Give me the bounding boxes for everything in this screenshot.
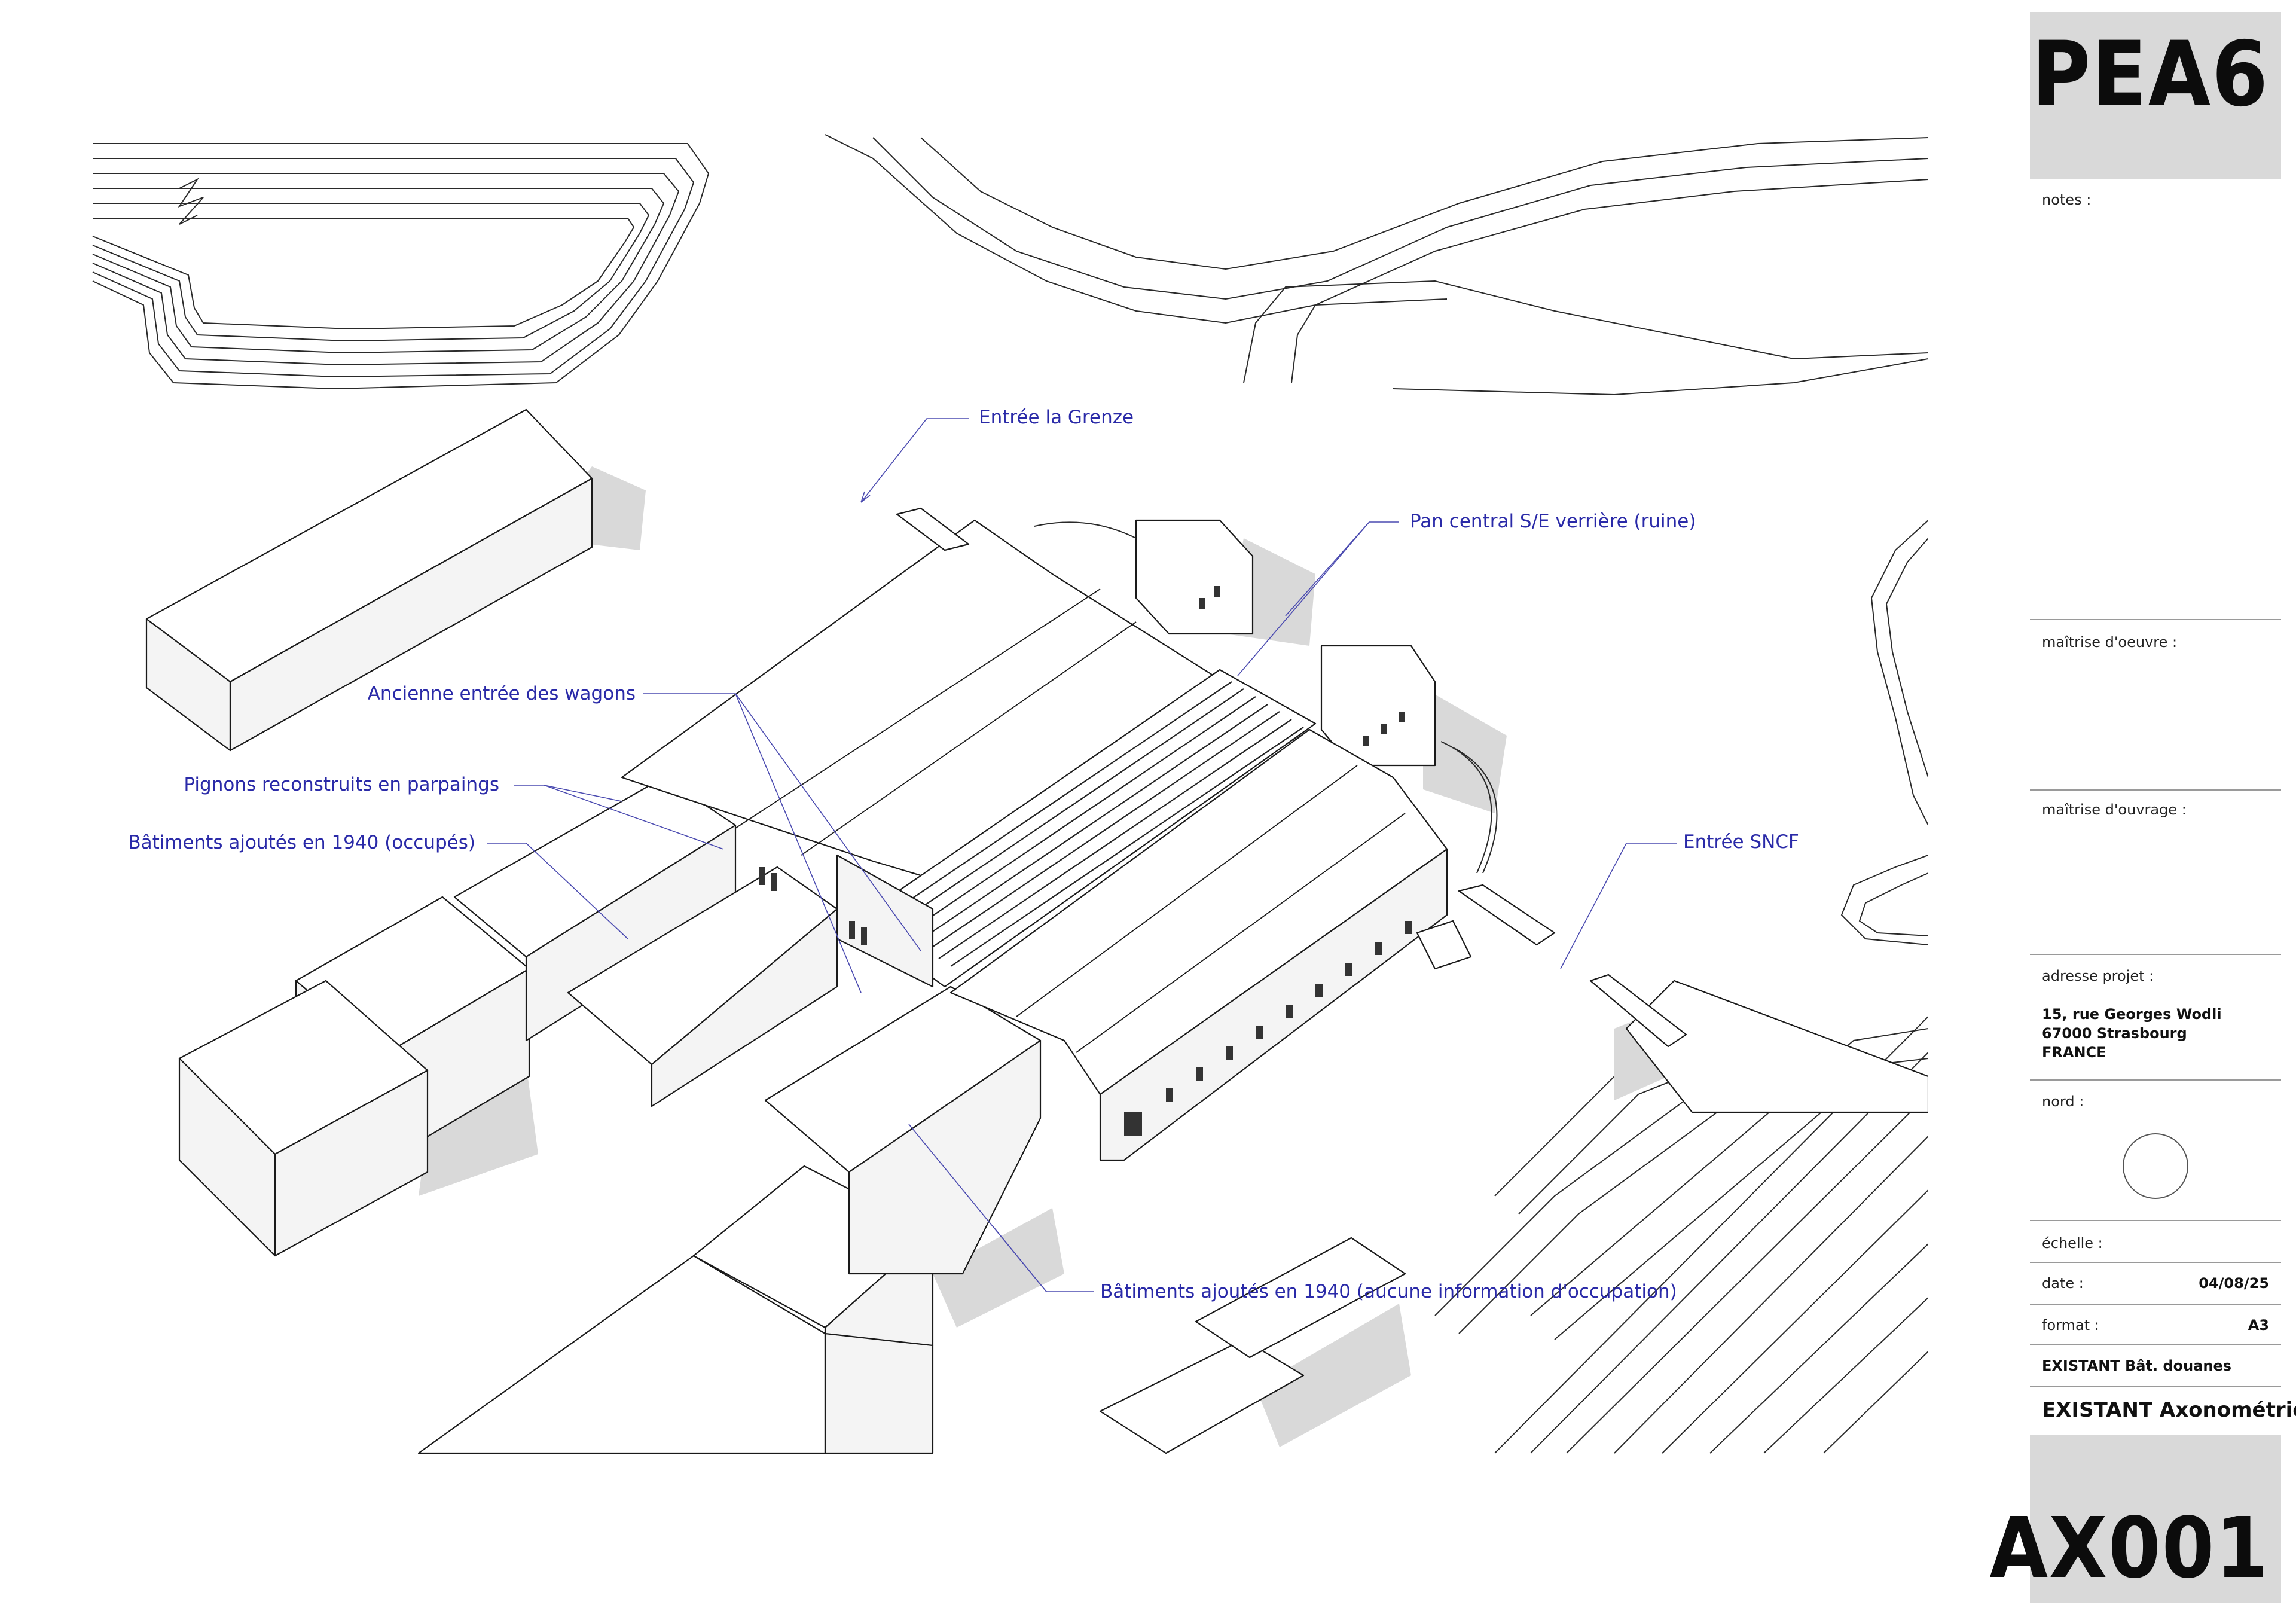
- contour-lines-top-left: [92, 143, 710, 390]
- divider: [2030, 1344, 2281, 1345]
- annotation-ancienne-entree: Ancienne entrée des wagons: [368, 683, 636, 704]
- echelle-label: échelle :: [2042, 1235, 2103, 1252]
- annotation-batiments-aucune-info: Bâtiments ajoutés en 1940 (aucune inform…: [1100, 1281, 1677, 1302]
- annotation-batiments-occupes: Bâtiments ajoutés en 1940 (occupés): [128, 832, 475, 853]
- divider: [2030, 619, 2281, 620]
- building-name: EXISTANT Bât. douanes: [2042, 1357, 2232, 1374]
- adresse-line-1: 15, rue Georges Wodli: [2042, 1006, 2222, 1023]
- divider: [2030, 1262, 2281, 1263]
- divider: [2030, 1079, 2281, 1081]
- notes-label: notes :: [2042, 191, 2092, 208]
- adresse-label: adresse projet :: [2042, 968, 2154, 984]
- sheet-number-box: AX001: [1989, 1435, 2281, 1603]
- customs-building: [621, 507, 1687, 1161]
- drawing-name: EXISTANT Axonométrie: [2042, 1398, 2296, 1422]
- sheet-number: AX001: [1989, 1500, 2269, 1597]
- south-facade-windows: [1124, 921, 1412, 1136]
- divider: [2030, 1304, 2281, 1305]
- adresse-line-2: 67000 Strasbourg: [2042, 1025, 2187, 1042]
- annotation-pignons: Pignons reconstruits en parpaings: [184, 774, 499, 795]
- annotation-pan-central: Pan central S/E verrière (ruine): [1410, 511, 1696, 532]
- maitrise-oeuvre-label: maîtrise d'oeuvre :: [2042, 634, 2178, 651]
- annotation-entree-grenze: Entrée la Grenze: [979, 407, 1134, 428]
- glazing-hatch: [878, 681, 1304, 967]
- divider: [2030, 1220, 2281, 1221]
- annotation-entree-sncf: Entrée SNCF: [1683, 831, 1799, 853]
- project-code: PEA6: [2031, 23, 2269, 127]
- contour-lines-right: [1840, 520, 1928, 945]
- maitrise-ouvrage-label: maîtrise d'ouvrage :: [2042, 801, 2187, 818]
- format-label: format :: [2042, 1317, 2099, 1334]
- date-label: date :: [2042, 1275, 2084, 1292]
- axonometric-drawing: Entrée la Grenze Pan central S/E verrièr…: [92, 134, 1928, 1454]
- north-arrow-circle-icon: [2123, 1133, 2188, 1199]
- adresse-line-3: FRANCE: [2042, 1044, 2106, 1061]
- contour-lines-top-middle: [825, 134, 1928, 396]
- annotation-leaders: [487, 418, 1677, 1292]
- divider: [2030, 1386, 2281, 1387]
- format-value: A3: [2248, 1317, 2269, 1334]
- divider: [2030, 954, 2281, 955]
- date-value: 04/08/25: [2199, 1275, 2269, 1292]
- title-block: PEA6 notes : maîtrise d'oeuvre : maîtris…: [1989, 12, 2296, 1603]
- neighbour-buildings: [145, 408, 1928, 1454]
- divider: [2030, 789, 2281, 791]
- project-code-box: PEA6: [2030, 12, 2281, 179]
- nord-label: nord :: [2042, 1093, 2084, 1110]
